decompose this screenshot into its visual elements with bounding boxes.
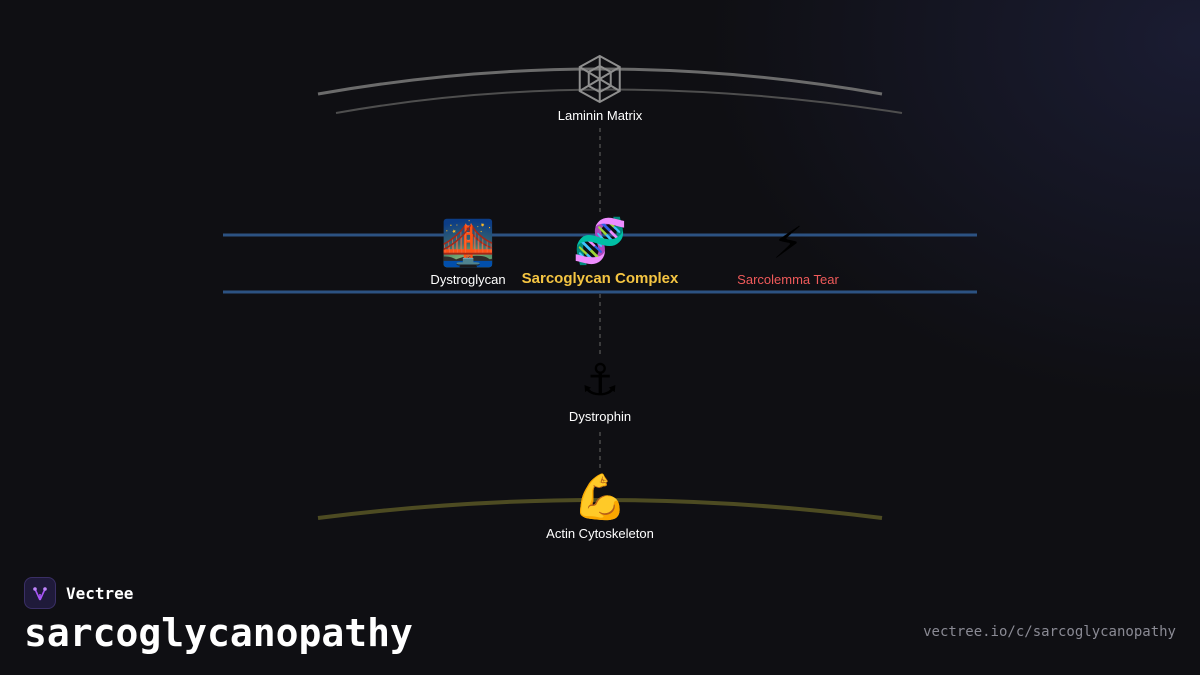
flexed-biceps-icon: 💪 — [572, 473, 628, 522]
laminin-node[interactable]: Laminin Matrix — [557, 54, 643, 123]
dystrophin-label: Dystrophin — [568, 409, 632, 424]
brand[interactable]: Vectree — [24, 577, 133, 609]
sarcolemma-tear-node[interactable]: ⚡ Sarcolemma Tear — [737, 218, 839, 287]
page-url[interactable]: vectree.io/c/sarcoglycanopathy — [923, 624, 1176, 640]
sarcoglycan-label: Sarcoglycan Complex — [521, 270, 679, 287]
laminin-label: Laminin Matrix — [557, 108, 643, 123]
actin-label: Actin Cytoskeleton — [546, 526, 654, 541]
dystrophin-node[interactable]: ⚓ Dystrophin — [569, 355, 631, 424]
anchor-icon: ⚓ — [580, 356, 620, 405]
dystroglycan-label: Dystroglycan — [430, 272, 506, 287]
actin-node[interactable]: 💪 Actin Cytoskeleton — [546, 472, 654, 541]
laminin-arc-inner — [335, 88, 903, 114]
sarcolemma-tear-label: Sarcolemma Tear — [737, 272, 839, 287]
actin-arc — [317, 498, 883, 520]
dystroglycan-node[interactable]: 🌉 Dystroglycan — [430, 218, 505, 287]
lightning-icon: ⚡ — [772, 219, 804, 268]
dna-icon: 🧬 — [572, 217, 628, 266]
bridge-at-night-icon: 🌉 — [440, 219, 496, 268]
sarcoglycan-node[interactable]: 🧬 Sarcoglycan Complex — [522, 216, 679, 287]
spider-web-icon — [558, 54, 643, 106]
vectree-logo-icon — [24, 577, 56, 609]
page-title: sarcoglycanopathy — [24, 611, 413, 655]
brand-name: Vectree — [66, 583, 134, 603]
